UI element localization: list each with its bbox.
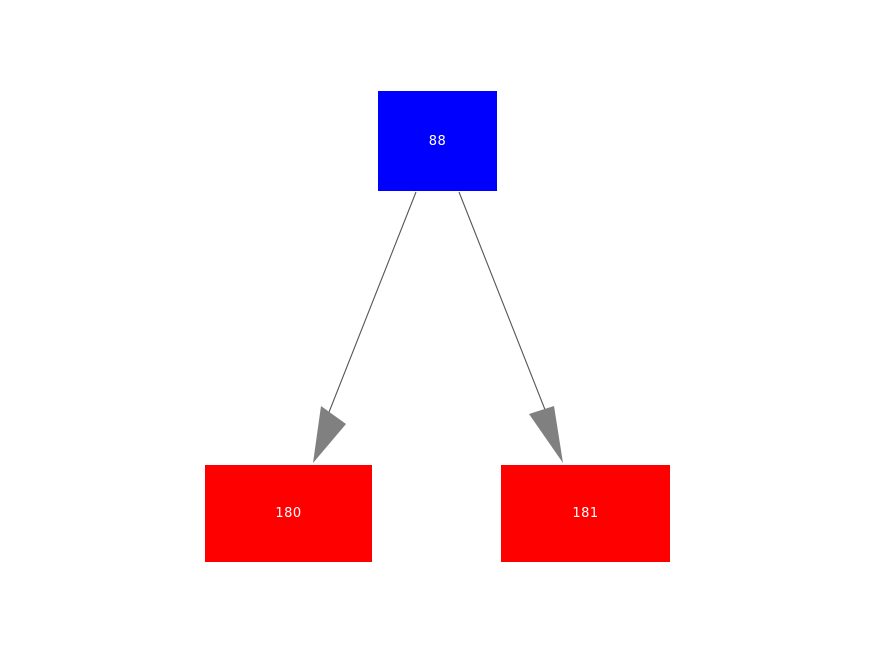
arrowhead-icon — [529, 406, 563, 463]
edge-root-to-child-0 — [313, 191, 417, 463]
graph-node-child-180[interactable]: 180 — [205, 465, 372, 562]
graph-node-label: 181 — [572, 506, 599, 521]
graph-node-child-181[interactable]: 181 — [501, 465, 670, 562]
edge-line — [458, 191, 558, 441]
edge-line — [317, 191, 417, 441]
edge-root-to-child-1 — [458, 191, 563, 463]
graph-node-label: 180 — [275, 506, 302, 521]
graph-node-root[interactable]: 88 — [378, 91, 497, 191]
graph-node-label: 88 — [428, 134, 447, 149]
arrowhead-icon — [313, 406, 346, 463]
